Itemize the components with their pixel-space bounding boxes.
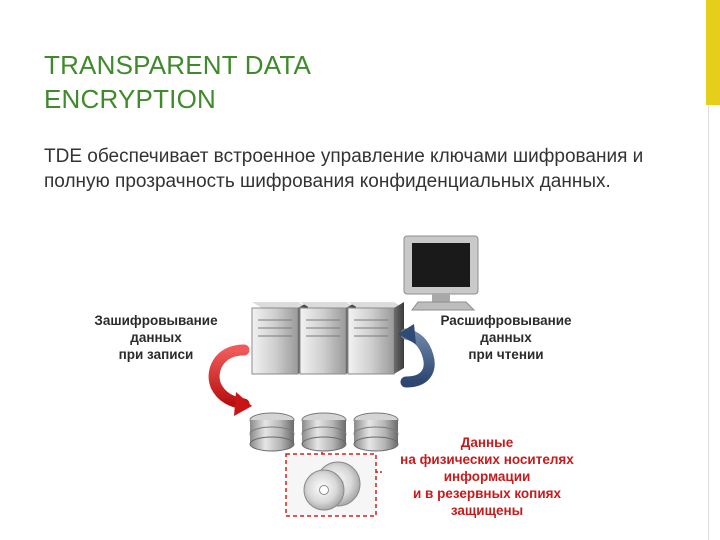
slide-title: TRANSPARENT DATA ENCRYPTION (44, 48, 664, 116)
slide-edge-line (708, 105, 709, 540)
arrow-curved-blue-icon (398, 324, 435, 388)
encrypt-label: Зашифровывание данных при записи (94, 313, 218, 362)
arrow-curved-red-icon (208, 344, 252, 416)
tde-diagram: Зашифровывание данных при записи Расшифр… (76, 232, 636, 522)
title-line-2: ENCRYPTION (44, 84, 216, 114)
slide-body-text: TDE обеспечивает встроенное управление к… (44, 146, 644, 192)
title-line-1: TRANSPARENT DATA (44, 50, 312, 80)
protected-label: Данные на физических носителях информаци… (400, 435, 574, 518)
optical-disc-icon (303, 461, 361, 511)
decrypt-label: Расшифровывание данных при чтении (440, 313, 572, 362)
database-disk-icon (301, 412, 347, 452)
server-icon (347, 302, 404, 375)
accent-bar (706, 0, 720, 105)
database-disk-icon (249, 412, 295, 452)
database-disk-icon (353, 412, 399, 452)
diagram-graphics (208, 235, 479, 517)
monitor-icon (403, 235, 479, 311)
